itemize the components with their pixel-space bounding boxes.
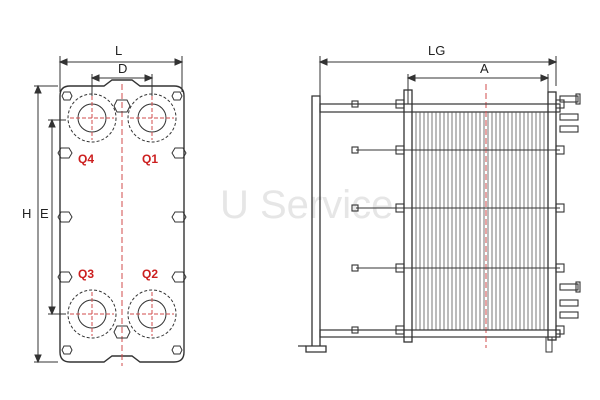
nozzle-stubs [559,93,581,319]
side-view: LG A [298,43,581,353]
dim-lg-label: LG [428,43,445,58]
port-flange-q4 [67,93,117,143]
hanger-nut-bottom [113,325,131,339]
port-flange-q2 [127,289,177,339]
support-column [305,95,327,353]
dim-l-label: L [115,43,122,58]
dim-a [406,74,550,104]
dim-d-label: D [118,61,127,76]
watermark-text: U Service [220,183,393,227]
dim-d [90,74,154,100]
bolt-nut-top-left [61,91,73,101]
bolt-nut-right-mid [171,211,187,223]
hanger-nut-top [113,99,131,113]
dim-l [58,56,184,92]
port-flange-q1 [127,93,177,143]
front-view: L D H E [22,43,187,366]
dim-h [34,84,58,364]
port-label-q4: Q4 [78,152,94,166]
dim-a-label: A [480,61,489,76]
bolt-nut-left-upper [57,147,73,159]
bolt-nut-top-right [171,91,183,101]
port-label-q2: Q2 [142,267,158,281]
bolt-nut-bottom-left [61,345,73,355]
dim-e-label: E [40,206,49,221]
right-support-leg [545,336,553,353]
frame-plate-outline [59,79,185,363]
port-label-q3: Q3 [78,267,94,281]
top-carrying-bar [319,103,561,113]
pressure-plate [547,91,557,341]
bolt-nut-right-upper [171,147,187,159]
bolt-nut-left-mid [57,211,73,223]
dim-h-label: H [22,206,31,221]
bolt-nut-right-lower [171,271,187,283]
port-label-q1: Q1 [142,152,158,166]
bolt-nut-bottom-right [171,345,183,355]
dim-e [48,118,66,316]
plate-pack [415,112,545,330]
port-flange-q3 [67,289,117,339]
dim-lg [318,56,558,96]
tie-bolts [351,99,565,335]
fixed-frame-plate [403,89,413,343]
bolt-nut-left-lower [57,271,73,283]
